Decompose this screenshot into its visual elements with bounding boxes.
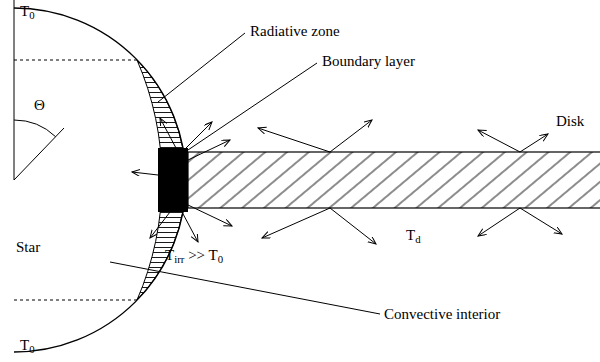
angle-symbol: Θ [34, 96, 45, 114]
word: >> [188, 247, 205, 263]
symbol-main: T [209, 247, 218, 263]
word: interior [456, 306, 500, 322]
theta-ray [14, 128, 64, 180]
symbol-main: T [20, 337, 29, 353]
boundary-layer-block [158, 148, 188, 212]
symbol-subscript: 0 [218, 253, 223, 265]
symbol-subscript: d [415, 233, 420, 245]
leader-lines [110, 33, 380, 314]
word: Star [16, 239, 40, 255]
word: layer [385, 53, 415, 69]
word: zone [311, 23, 339, 39]
theta-arc [14, 120, 56, 137]
layer-label: Boundary layer [322, 52, 415, 70]
star-label: Star [16, 238, 40, 256]
word: Boundary [322, 53, 381, 69]
symbol-subscript: 0 [29, 9, 34, 21]
latitude-line [14, 300, 137, 301]
rotation-axis [14, 0, 15, 180]
word: Convective [384, 306, 452, 322]
disk-band [188, 152, 600, 208]
symbol-main: T [406, 227, 415, 243]
disk-label: Disk [556, 112, 584, 130]
disk-temperature: Td [406, 226, 421, 245]
latitude-line [14, 60, 137, 61]
interior-label: Convective interior [384, 305, 500, 323]
surface-temperature: T0 [20, 336, 35, 355]
word: Disk [556, 113, 584, 129]
word: Θ [34, 97, 45, 113]
symbol-main: T [20, 3, 29, 19]
symbol-main: T [165, 247, 174, 263]
radiation-arrows [132, 118, 562, 244]
irradiation-temperature: Tirr >> T0 [165, 246, 223, 265]
zone-label: Radiative zone [250, 22, 340, 40]
surface-temperature: T0 [20, 2, 35, 21]
word: Radiative [250, 23, 307, 39]
symbol-subscript: 0 [29, 343, 34, 355]
symbol-subscript: irr [174, 253, 184, 265]
